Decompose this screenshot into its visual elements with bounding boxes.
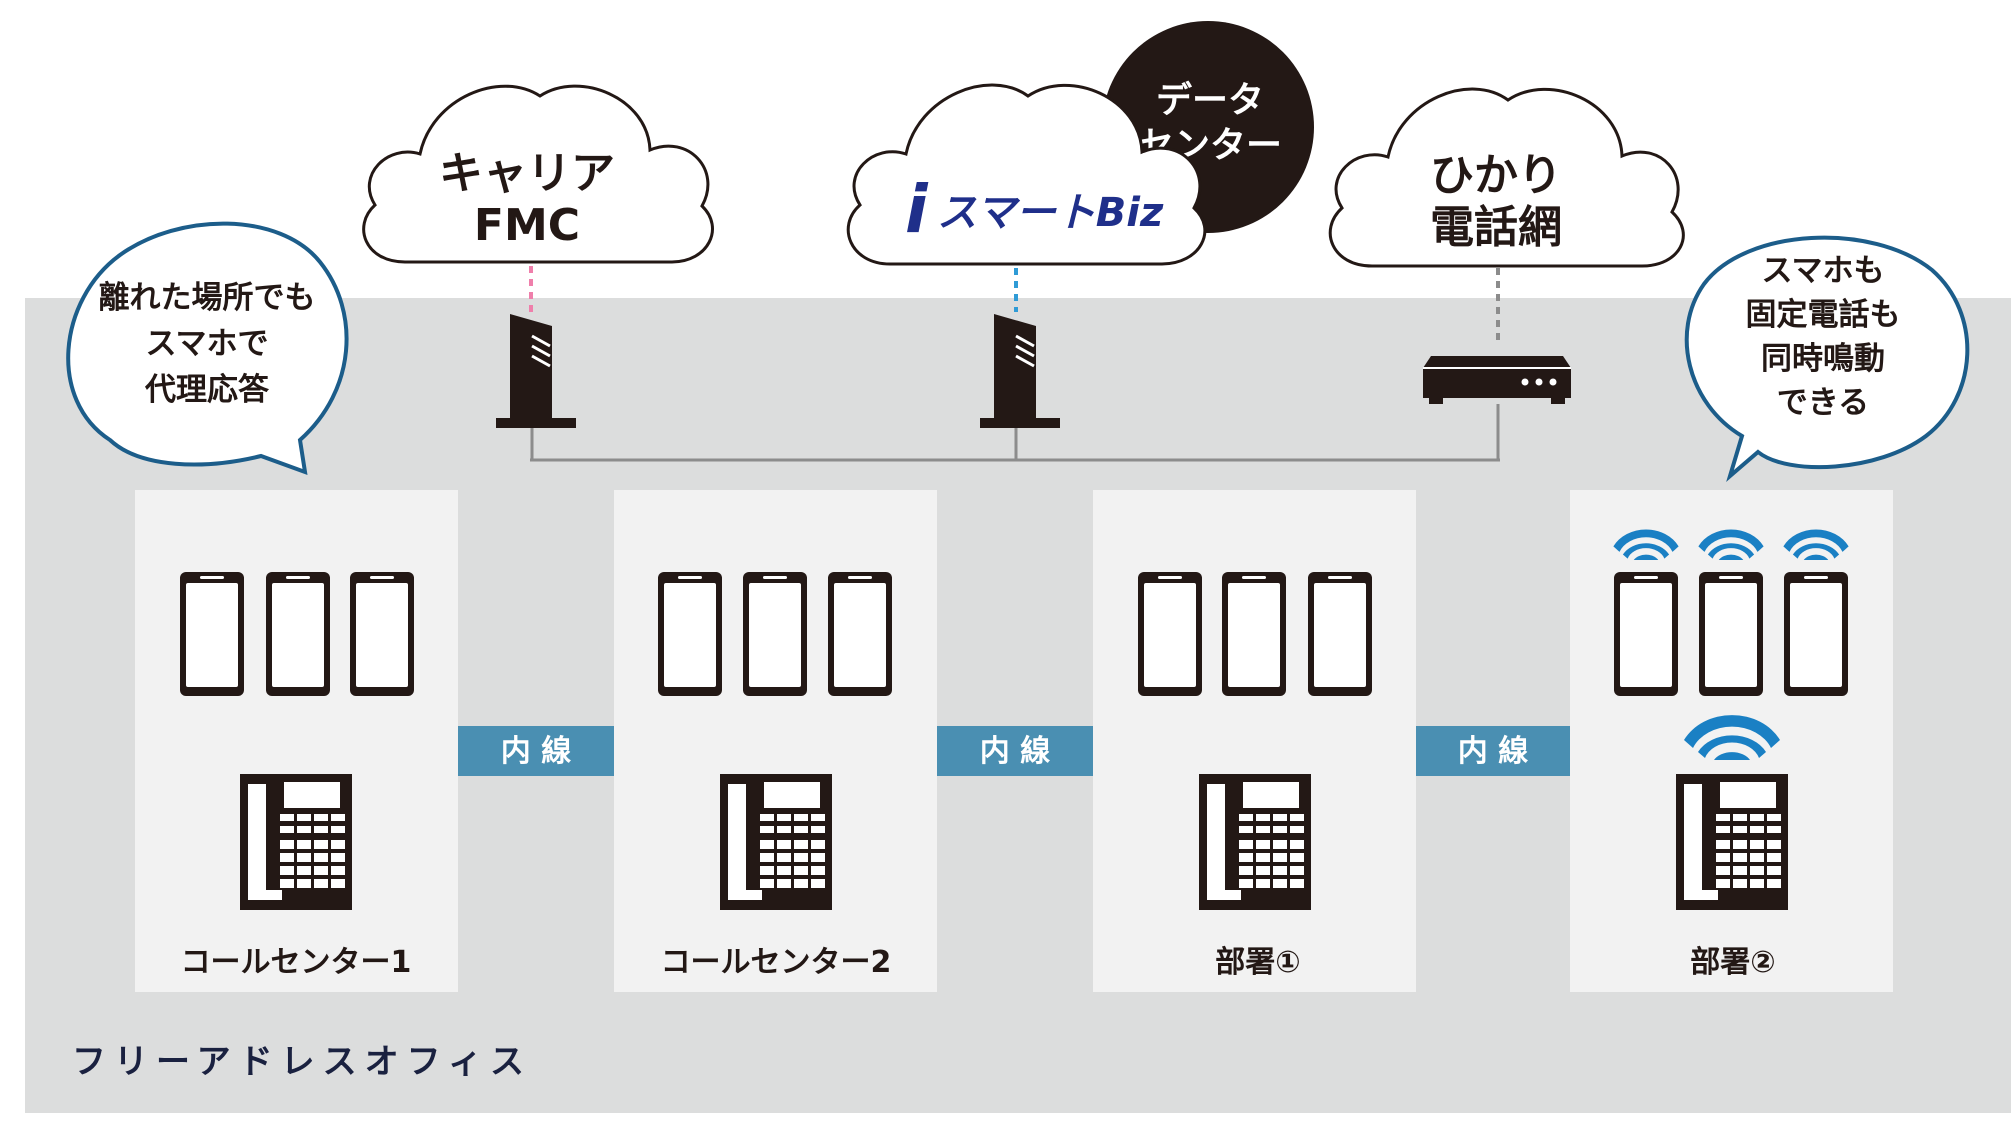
hikari-cloud	[1328, 87, 1685, 268]
room-label: コールセンター2	[661, 945, 892, 980]
right-bubble-line4: できる	[1777, 385, 1869, 421]
extension-label: 内 線	[501, 734, 571, 769]
desk-phone-icon	[1676, 774, 1788, 910]
right-bubble-line2: 固定電話も	[1746, 297, 1901, 333]
hikari-label-line1: ひかり	[1430, 150, 1562, 201]
smartphone-icon	[266, 572, 330, 696]
room-department-2: 部署②	[1570, 490, 1893, 992]
carrier-cloud	[362, 84, 714, 264]
desk-phone-icon	[720, 774, 832, 910]
room-label: 部署②	[1690, 945, 1775, 980]
extension-bar	[937, 726, 1093, 776]
smartphone-icon	[743, 572, 807, 696]
network-line	[530, 404, 1500, 462]
left-speech-bubble	[66, 221, 349, 476]
smartphone-icon	[1614, 572, 1678, 696]
desk-phone-icon	[1199, 774, 1311, 910]
smartphone-icon	[1138, 572, 1202, 696]
ismart-logo-i: i	[905, 171, 929, 248]
desk-phone-icon	[240, 774, 352, 910]
smartphone-icon	[1699, 572, 1763, 696]
datacenter-label-line1: データ	[1156, 79, 1264, 121]
room-call-center-2: コールセンター2	[614, 490, 937, 992]
smartphone-icon	[1222, 572, 1286, 696]
room-panel	[1093, 490, 1416, 992]
extension-bar	[458, 726, 614, 776]
carrier-label-line1: キャリア	[439, 148, 615, 199]
carrier-label-line2: FMC	[474, 200, 580, 251]
left-bubble-line2: スマホで	[145, 326, 268, 362]
ismart-cloud	[846, 83, 1207, 266]
room-panel	[614, 490, 937, 992]
right-bubble-line1: スマホも	[1761, 253, 1884, 289]
hikari-label-line2: 電話網	[1430, 202, 1562, 253]
ismart-logo-text: スマートBiz	[937, 190, 1164, 236]
smartphone-icon	[180, 572, 244, 696]
smartphone-icon	[350, 572, 414, 696]
room-label: コールセンター1	[181, 945, 412, 980]
left-bubble-line1: 離れた場所でも	[99, 280, 316, 316]
room-department-1: 部署①	[1093, 490, 1416, 992]
room-call-center-1: コールセンター1	[135, 490, 458, 992]
office-label: フリーアドレスオフィス	[72, 1042, 532, 1082]
extension-label: 内 線	[1458, 734, 1528, 769]
left-bubble-line3: 代理応答	[144, 372, 270, 408]
smartphone-icon	[1784, 572, 1848, 696]
room-label: 部署①	[1215, 945, 1300, 980]
extension-label: 内 線	[980, 734, 1050, 769]
extension-bar	[1416, 726, 1570, 776]
smartphone-icon	[828, 572, 892, 696]
smartphone-icon	[1308, 572, 1372, 696]
router-icon	[1423, 356, 1571, 404]
smartphone-icon	[658, 572, 722, 696]
right-speech-bubble	[1684, 235, 1970, 482]
room-panel	[135, 490, 458, 992]
right-bubble-line3: 同時鳴動	[1761, 341, 1885, 377]
